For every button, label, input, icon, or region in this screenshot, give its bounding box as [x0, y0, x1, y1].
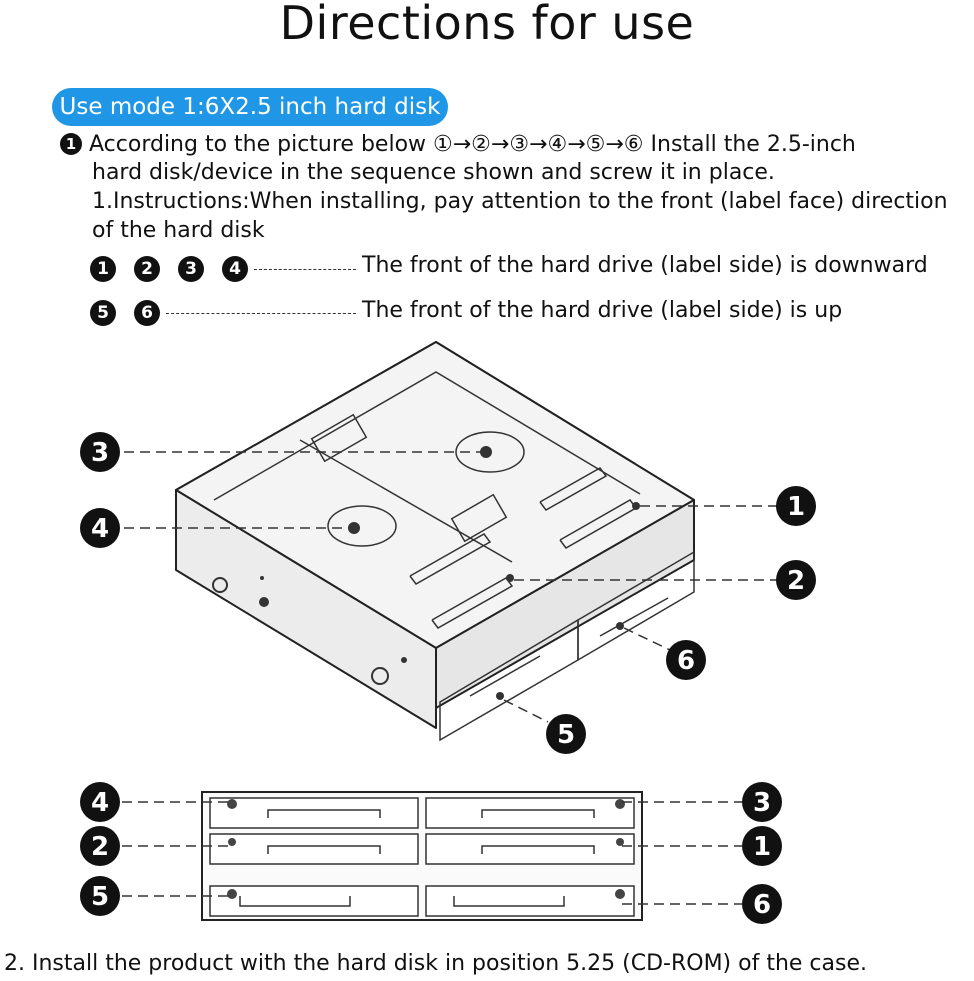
legend-number: 1	[90, 256, 116, 282]
callout-number: 3	[91, 438, 109, 468]
page-title: Directions for use	[279, 0, 695, 50]
callout-number: 4	[91, 514, 109, 544]
front-callout-number: 4	[91, 788, 109, 818]
legend-leader-line	[254, 269, 356, 270]
instruction-line-2: hard disk/device in the sequence shown a…	[92, 160, 775, 185]
legend-number: 5	[90, 300, 116, 326]
callout-number: 5	[557, 720, 575, 750]
front-callout-number: 5	[91, 882, 109, 912]
instruction-line-4: of the hard disk	[92, 218, 265, 243]
bullet-number-icon: 1	[60, 133, 82, 155]
callout-number: 6	[677, 646, 695, 676]
isometric-enclosure-diagram: 3 4 1 2 6 5	[80, 341, 816, 754]
legend-number: 3	[178, 256, 204, 282]
callout-number: 2	[787, 566, 805, 596]
legend-text-up: The front of the hard drive (label side)…	[362, 298, 843, 323]
instruction-line-1: 1 According to the picture below ①→②→③→④…	[60, 132, 856, 157]
legend-number: 6	[134, 300, 160, 326]
instruction-text-1: According to the picture below ①→②→③→④→⑤…	[89, 132, 856, 157]
legend-number: 4	[222, 256, 248, 282]
callout-number: 1	[787, 492, 805, 522]
front-callout-number: 1	[753, 832, 771, 862]
front-callout-number: 3	[753, 788, 771, 818]
legend-text-downward: The front of the hard drive (label side)…	[362, 253, 928, 278]
front-callout-number: 2	[91, 832, 109, 862]
use-mode-badge: Use mode 1:6X2.5 inch hard disk	[52, 88, 448, 126]
front-view-diagram: 4 2 5 3 1 6	[80, 782, 782, 924]
front-callout-number: 6	[753, 890, 771, 920]
legend-leader-line	[166, 313, 356, 314]
instruction-line-3: 1.Instructions:When installing, pay atte…	[92, 189, 948, 214]
footer-instruction: 2. Install the product with the hard dis…	[4, 951, 867, 976]
legend-number: 2	[134, 256, 160, 282]
